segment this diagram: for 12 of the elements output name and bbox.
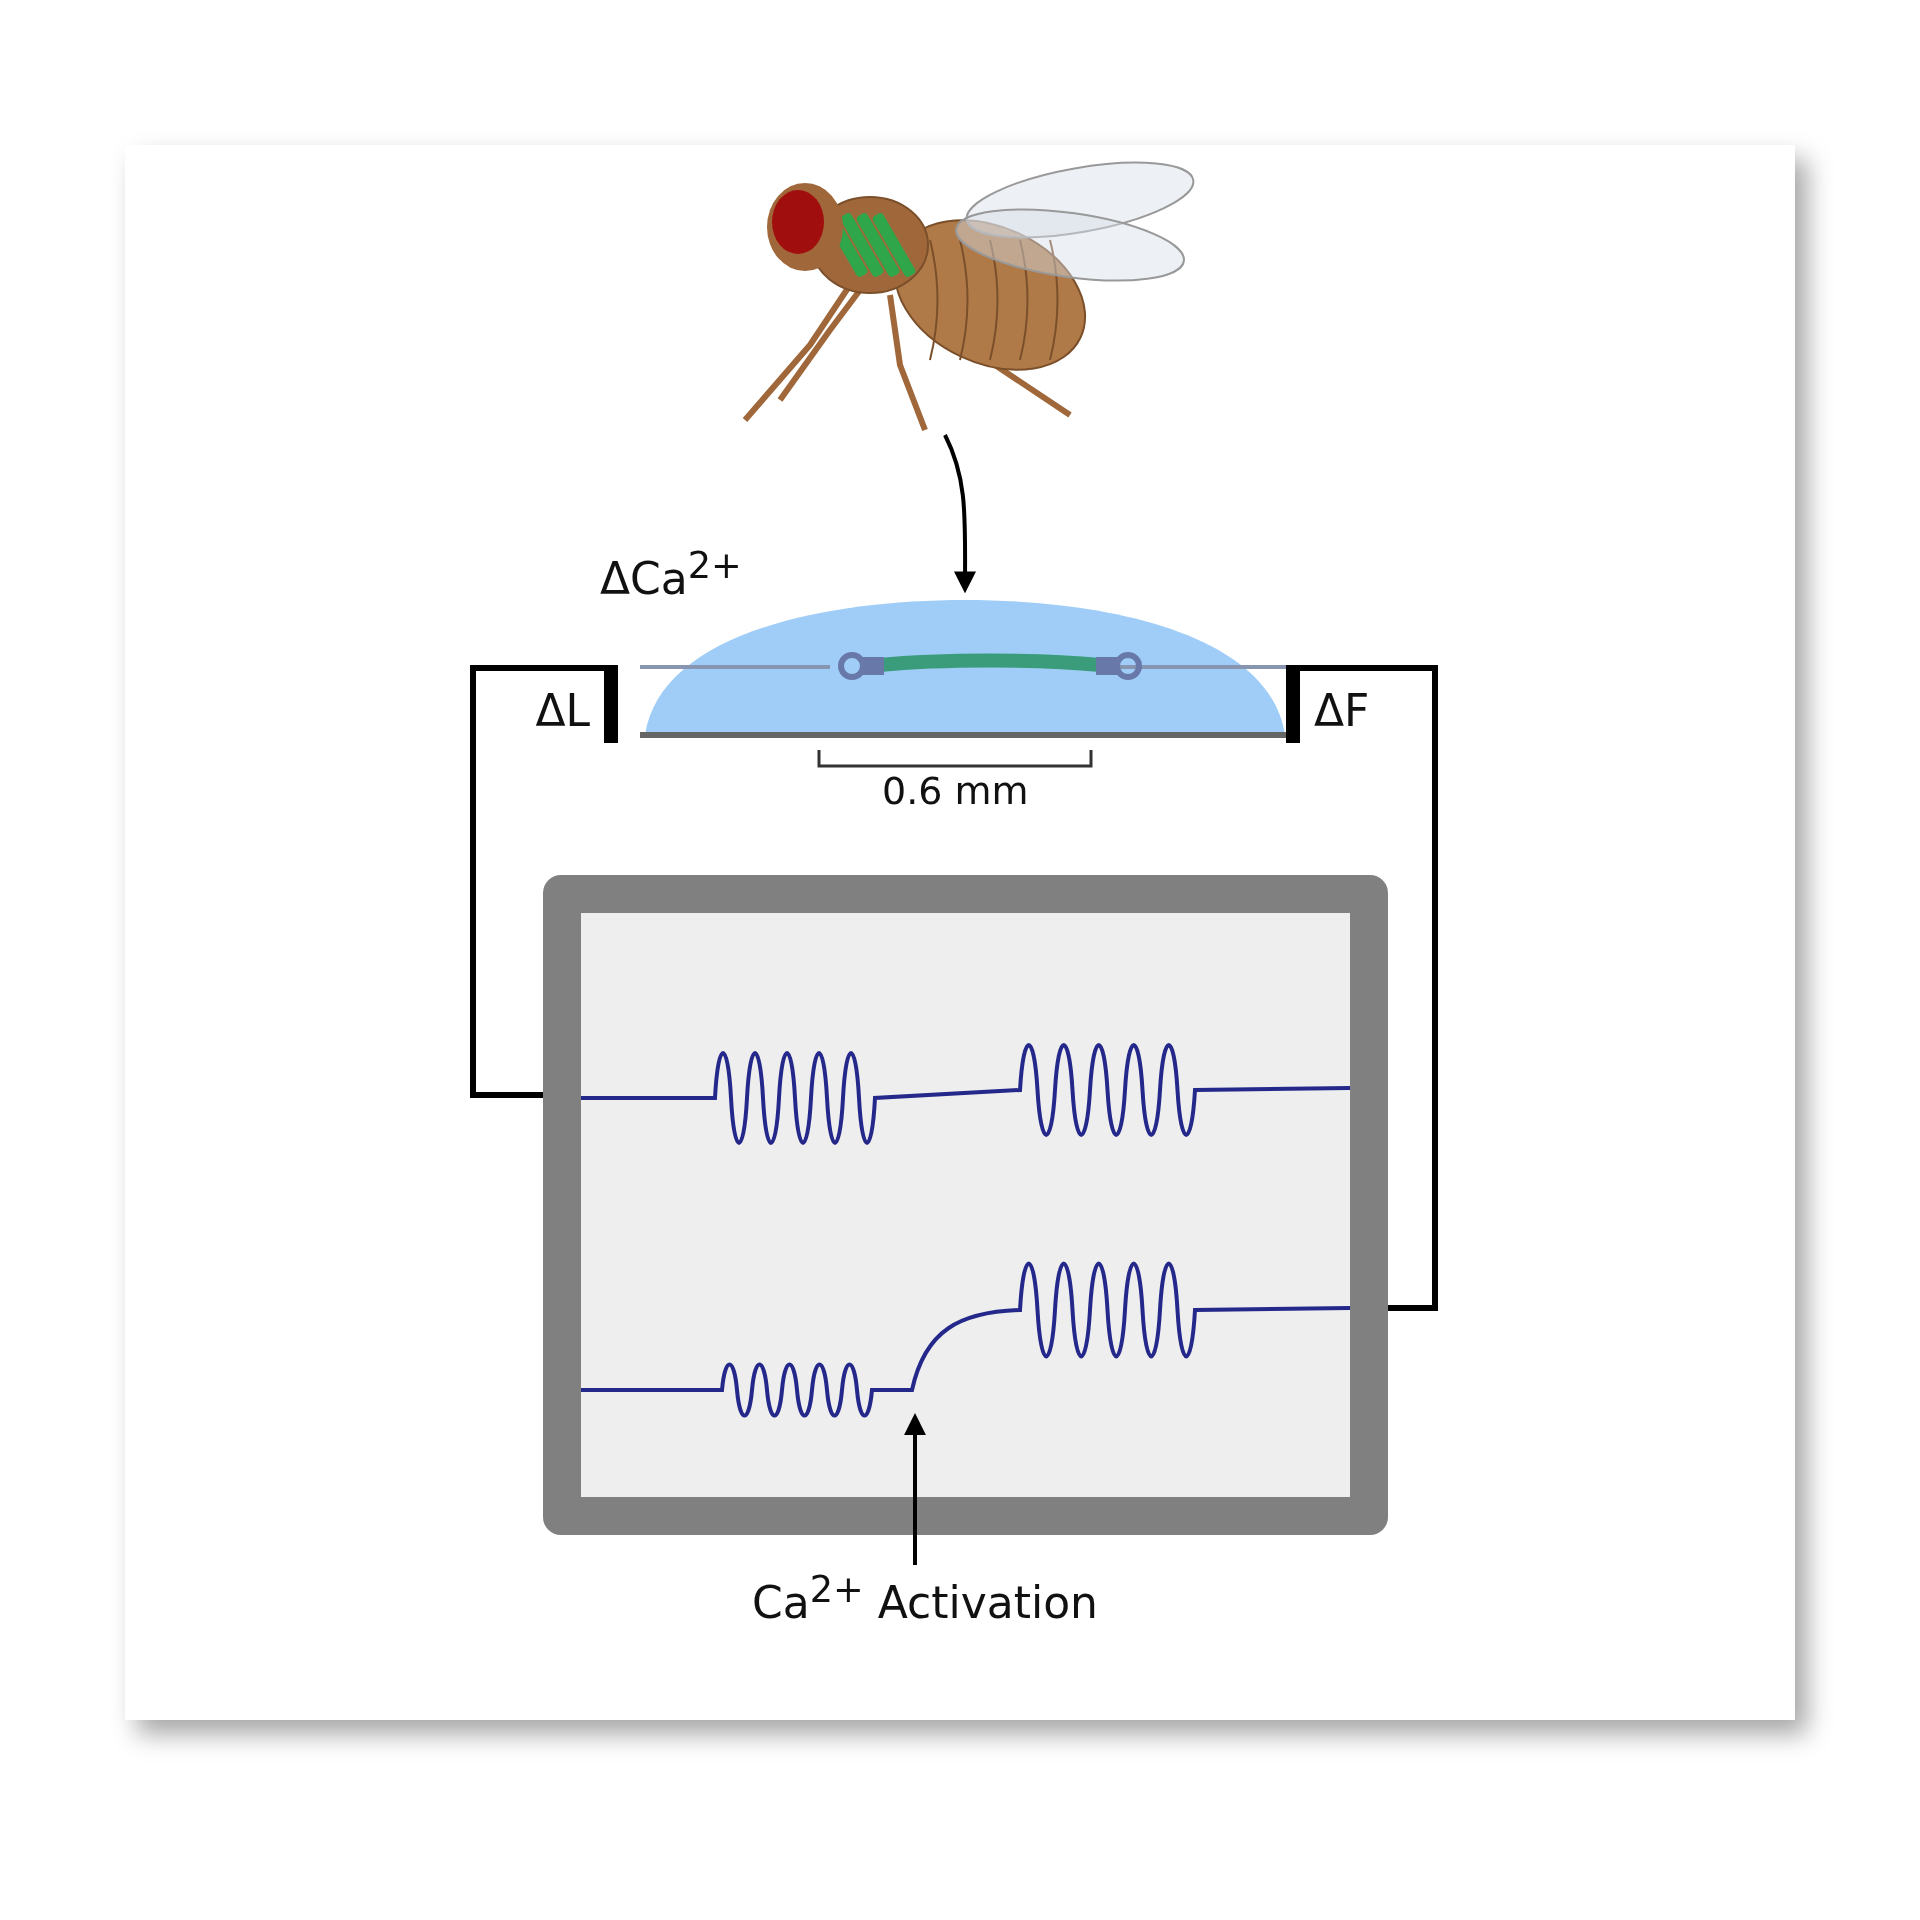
- length-motor-bracket: [470, 665, 618, 743]
- trace-line: [581, 1263, 1350, 1416]
- length-label: ΔL: [535, 689, 590, 733]
- arrow: [943, 434, 977, 594]
- wire: [470, 743, 543, 1098]
- dimension-label: 0.6 mm: [882, 772, 1029, 810]
- arrow: [904, 1413, 926, 1565]
- calcium-label: ΔCa$^{2+}$: [600, 548, 742, 601]
- wire: [1388, 743, 1438, 1311]
- force-label: ΔF: [1314, 689, 1370, 733]
- monitor-screen: [543, 875, 1388, 1535]
- force-transducer-bracket: [1286, 665, 1438, 743]
